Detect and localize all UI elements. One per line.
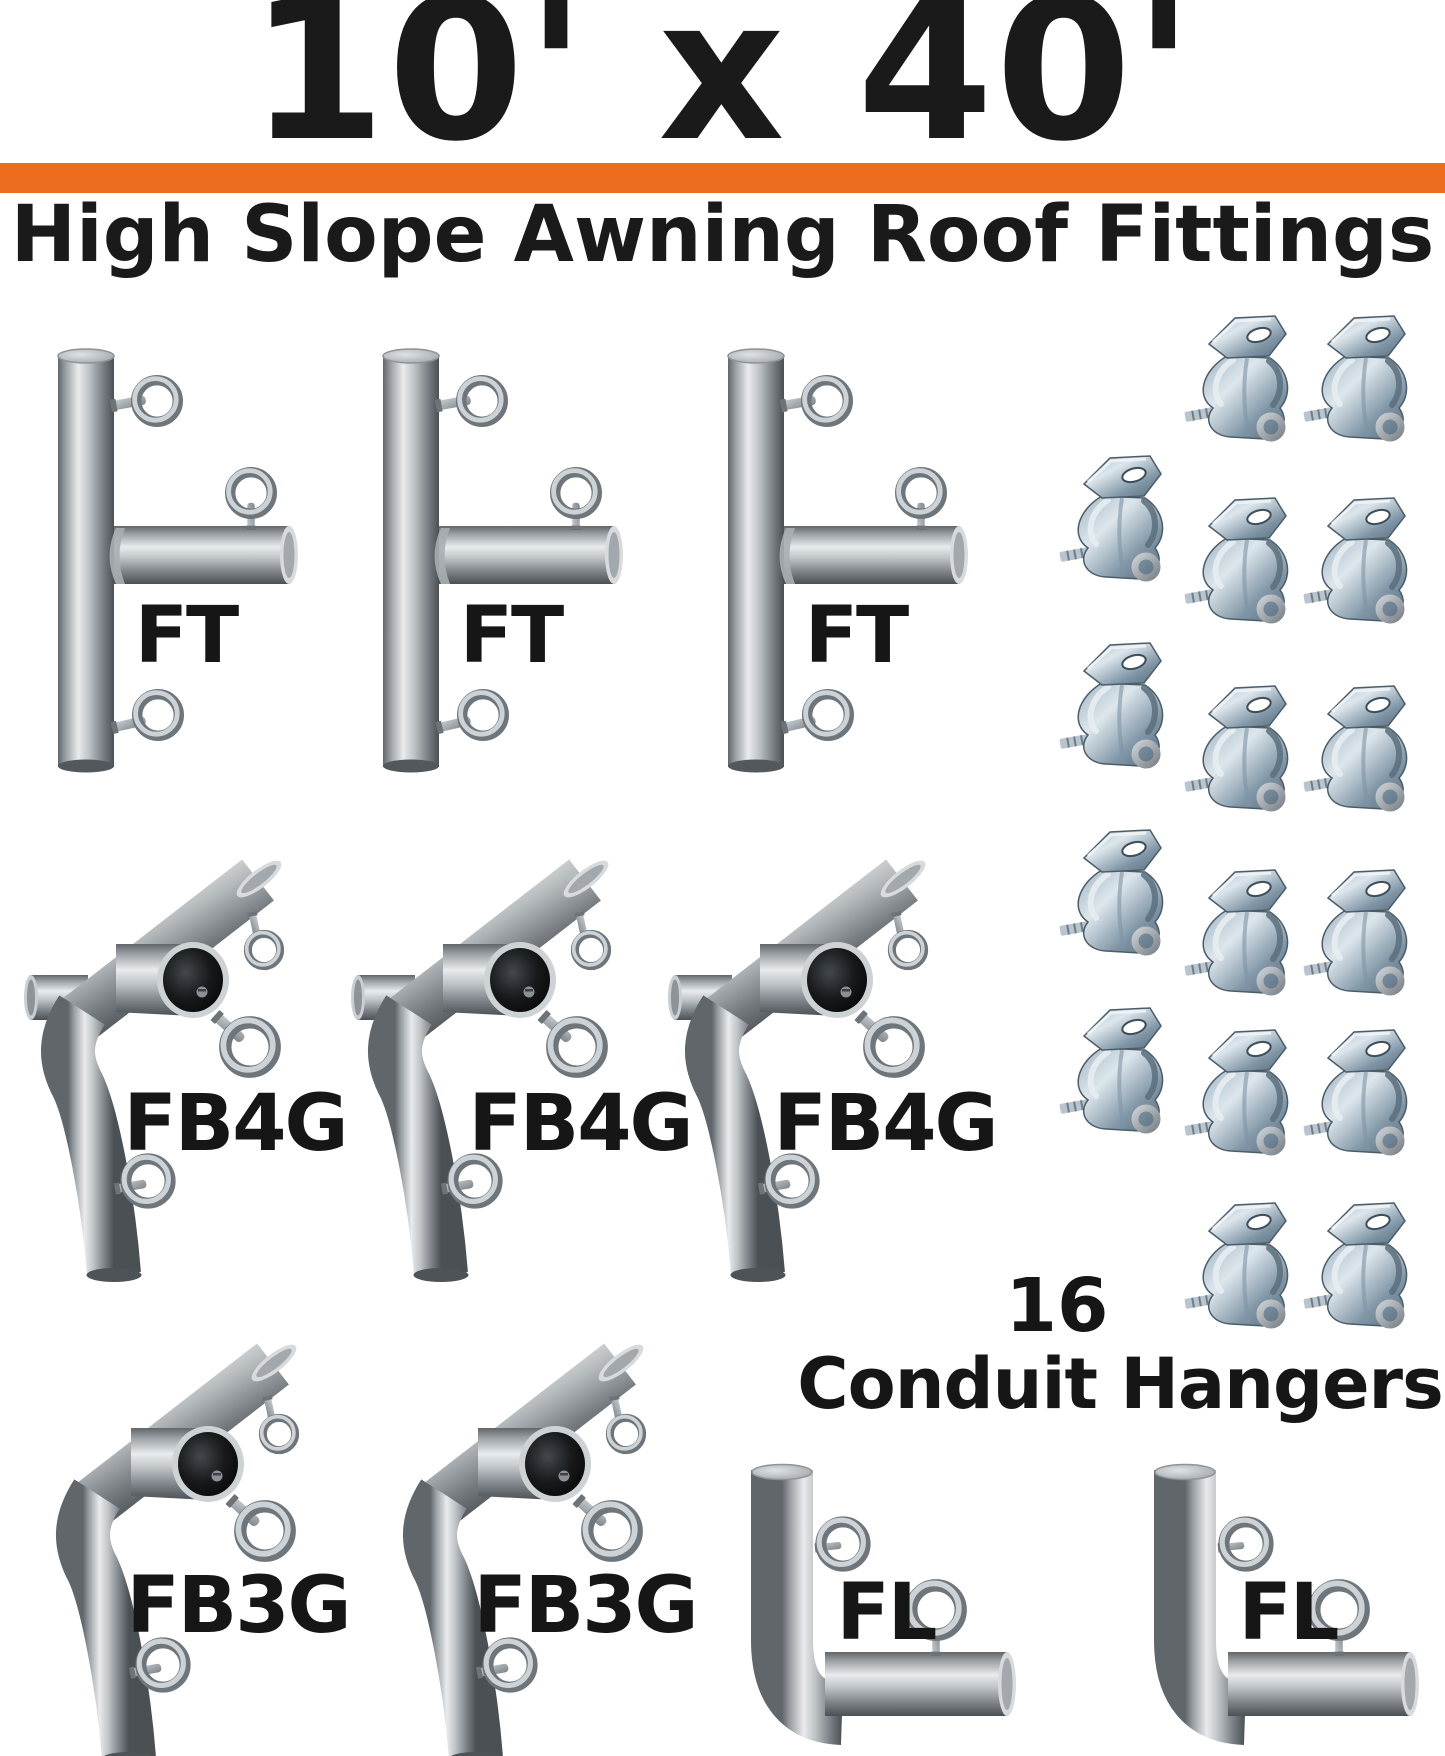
conduit-hanger-photo [1303, 316, 1406, 439]
conduit-hanger-photo [1059, 643, 1162, 766]
fb3g-fitting-photo [430, 1339, 648, 1756]
ft-fitting-photo [728, 349, 968, 773]
conduit-hanger-photo [1303, 1203, 1406, 1326]
fb3g-label: FB3G [473, 1561, 698, 1651]
conduit-hanger-photo [1184, 1030, 1287, 1153]
conduit-hanger-photo [1184, 1203, 1287, 1326]
fb4g-label: FB4G [773, 1079, 998, 1169]
conduit-hanger-photo [1059, 456, 1162, 579]
conduit-hanger-photo [1303, 498, 1406, 621]
conduit-hanger-photo [1184, 498, 1287, 621]
conduit-hanger-photo [1184, 316, 1287, 439]
fb3g-fitting-photo [83, 1339, 301, 1756]
hanger-caption: Conduit Hangers [797, 1343, 1443, 1425]
conduit-hanger-photo [1059, 830, 1162, 953]
conduit-hanger-photo [1303, 870, 1406, 993]
fl-label: FL [1238, 1568, 1340, 1658]
ft-label: FT [804, 591, 909, 681]
conduit-hanger-photo [1303, 686, 1406, 809]
conduit-hanger-photo [1184, 870, 1287, 993]
fb4g-fitting-photo [668, 855, 930, 1282]
ft-fitting-photo [58, 349, 298, 773]
fb4g-fitting-photo [351, 855, 613, 1282]
conduit-hanger-photo [1059, 1008, 1162, 1131]
orange-divider-bar [0, 163, 1445, 193]
conduit-hanger-photo [1303, 1030, 1406, 1153]
hanger-count: 16 [1005, 1263, 1109, 1349]
subtitle: High Slope Awning Roof Fittings [10, 190, 1435, 280]
fb3g-label: FB3G [126, 1561, 351, 1651]
fl-label: FL [836, 1568, 938, 1658]
ft-label: FT [459, 591, 564, 681]
fb4g-fitting-photo [24, 855, 286, 1282]
fb4g-label: FB4G [123, 1079, 348, 1169]
ft-label: FT [134, 591, 239, 681]
fb4g-label: FB4G [468, 1079, 693, 1169]
conduit-hanger-photo [1184, 686, 1287, 809]
size-title: 10' x 40' [249, 0, 1196, 185]
ft-fitting-photo [383, 349, 623, 773]
